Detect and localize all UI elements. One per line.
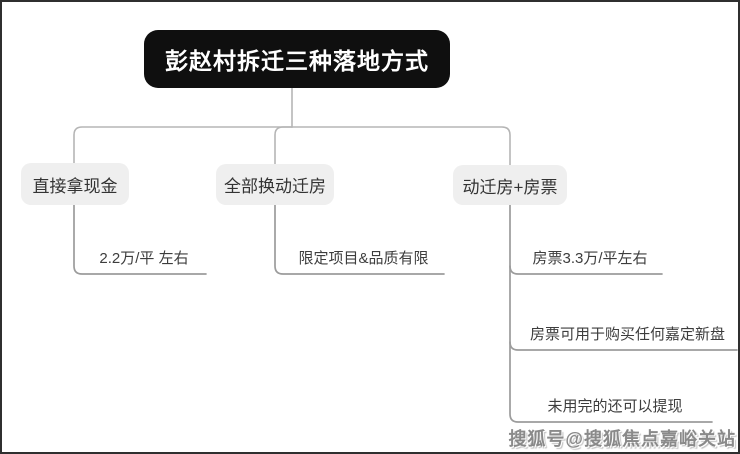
leaf-label-text: 2.2万/平 左右 xyxy=(99,250,189,267)
watermark: 搜狐号@搜狐焦点嘉峪关站 xyxy=(508,425,736,451)
root-node-label: 彭赵村拆迁三种落地方式 xyxy=(165,48,429,74)
leaf-cash-price: 2.2万/平 左右 xyxy=(82,246,206,268)
branch-node-cash: 直接拿现金 xyxy=(21,163,129,205)
leaf-label-text: 限定项目&品质有限 xyxy=(298,250,429,267)
root-branch-connectors xyxy=(73,87,511,166)
leaf-limited-projects: 限定项目&品质有限 xyxy=(283,246,444,268)
leaf-label-text: 房票可用于购买任何嘉定新盘 xyxy=(529,326,725,343)
leaf-ticket-cashout: 未用完的还可以提现 xyxy=(518,394,712,416)
leaf-ticket-usage: 房票可用于购买任何嘉定新盘 xyxy=(518,322,737,344)
root-node: 彭赵村拆迁三种落地方式 xyxy=(144,30,450,88)
branch-node-label: 直接拿现金 xyxy=(32,176,118,196)
leaf-connectors xyxy=(73,204,738,423)
leaf-ticket-price: 房票3.3万/平左右 xyxy=(518,246,662,268)
branch-node-label: 全部换动迁房 xyxy=(224,177,326,196)
branch-node-label: 动迁房+房票 xyxy=(462,177,558,197)
leaf-label-text: 房票3.3万/平左右 xyxy=(532,250,648,267)
branch-node-housing-plus-ticket: 动迁房+房票 xyxy=(453,165,567,205)
branch-node-relocation-housing: 全部换动迁房 xyxy=(216,164,334,205)
watermark-text: 搜狐号@搜狐焦点嘉峪关站 xyxy=(508,429,736,449)
leaf-label-text: 未用完的还可以提现 xyxy=(547,398,683,415)
